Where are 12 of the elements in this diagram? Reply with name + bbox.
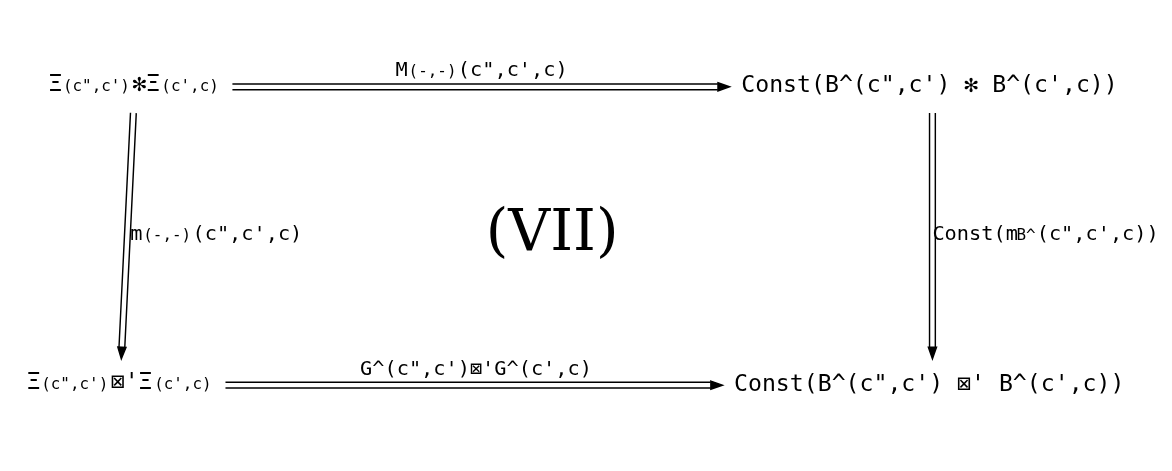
arrow [231,81,732,92]
node-text: Const(B^(c",c') ⊠' B^(c',c)) [734,369,1125,396]
node-text: Const(B^(c",c') ✻ B^(c',c)) [741,70,1118,97]
edge-label: m(-,-)(c",c',c) [130,220,303,245]
label: (VII) [485,195,619,264]
edge-label: M(-,-)(c",c',c) [395,56,568,81]
edge-label: G^(c",c')⊠'G^(c',c) [360,355,592,380]
arrow [927,111,938,361]
arrow [224,379,725,390]
node-text: Ξ(c",c')⊠'Ξ(c',c) [26,367,212,394]
node-text: Ξ(c",c')✻Ξ(c',c) [48,69,219,96]
arrow [116,111,137,361]
